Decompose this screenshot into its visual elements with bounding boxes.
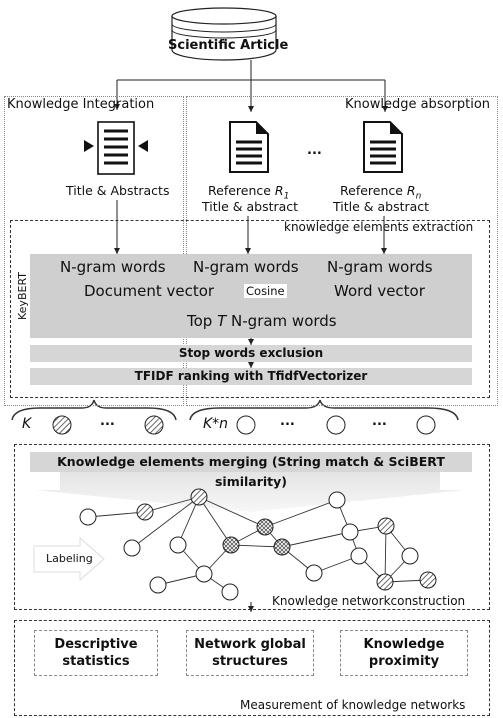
k-ellipsis: ...: [100, 414, 115, 429]
ngram-words-reference-n: N-gram words: [327, 258, 433, 276]
ngram-words-reference-1: N-gram words: [193, 258, 299, 276]
network-node: [136, 503, 154, 521]
reference-1-sublabel: Title & abstract: [202, 199, 299, 214]
network-node: [221, 583, 239, 601]
knowledge-proximity-box: Knowledge proximity: [340, 630, 468, 676]
element-circle-kn: [236, 415, 256, 435]
network-node: [169, 536, 187, 554]
network-construction-box: [14, 444, 490, 610]
kn-ellipsis-1: ...: [280, 414, 295, 429]
network-node: [149, 576, 167, 594]
knowledge-absorption-title: Knowledge absorption: [345, 97, 491, 112]
network-node: [273, 538, 291, 556]
element-circle-kn: [326, 415, 346, 435]
element-circle-k: [144, 415, 164, 435]
network-construction-title: Knowledge networkconstruction: [272, 594, 466, 608]
extraction-title: knowledge elements extraction: [284, 220, 474, 234]
extraction-box: [10, 220, 490, 398]
ngram-words-integration: N-gram words: [60, 258, 166, 276]
element-circle-kn: [416, 415, 436, 435]
reference-n-sublabel: Title & abstract: [333, 199, 430, 214]
keybert-label: KeyBERT: [16, 271, 29, 320]
network-node: [222, 536, 240, 554]
integrated-document-icon: [84, 121, 148, 175]
stop-words-bar: Stop words exclusion: [30, 345, 472, 362]
network-node: [123, 539, 141, 557]
reference-n-label: Reference Rn: [340, 183, 422, 202]
kn-ellipsis-2: ...: [372, 414, 387, 429]
knowledge-integration-box: [4, 96, 184, 406]
labeling-label: Labeling: [46, 552, 93, 565]
network-node: [341, 523, 359, 541]
reference-1-label: Reference R1: [208, 183, 290, 202]
element-circle-k: [52, 415, 72, 435]
word-vector-label: Word vector: [334, 282, 425, 300]
knowledge-absorption-box: [186, 96, 498, 406]
network-node: [350, 547, 368, 565]
measurement-title: Measurement of knowledge networks: [240, 698, 466, 712]
network-node: [190, 488, 208, 506]
network-node: [419, 571, 437, 589]
references-ellipsis: ...: [307, 143, 322, 158]
top-t-ngram-words: Top T N-gram words: [187, 312, 337, 330]
scientific-article-label: Scientific Article: [168, 38, 289, 53]
k-label: K: [22, 416, 32, 432]
measurement-box: [14, 620, 490, 716]
network-node: [328, 491, 346, 509]
network-node: [79, 508, 97, 526]
network-node: [256, 518, 274, 536]
tfidf-bar: TFIDF ranking with TfidfVectorizer: [30, 368, 472, 385]
cosine-label: Cosine: [244, 284, 287, 298]
database-icon: [171, 7, 277, 61]
knowledge-integration-title: Knowledge Integration: [7, 97, 155, 112]
kn-label: K*n: [203, 416, 229, 432]
merging-bar: Knowledge elements merging (String match…: [30, 452, 472, 489]
reference-document-icon: [363, 121, 403, 173]
network-node: [376, 573, 394, 591]
descriptive-statistics-box: Descriptive statistics: [34, 630, 158, 676]
network-global-structures-box: Network global structures: [186, 630, 314, 676]
network-node: [195, 565, 213, 583]
network-node: [401, 547, 419, 565]
integration-doc-label: Title & Abstracts: [66, 183, 170, 198]
network-node: [377, 517, 395, 535]
document-vector-label: Document vector: [84, 282, 215, 300]
network-node: [305, 564, 323, 582]
reference-document-icon: [229, 121, 269, 173]
